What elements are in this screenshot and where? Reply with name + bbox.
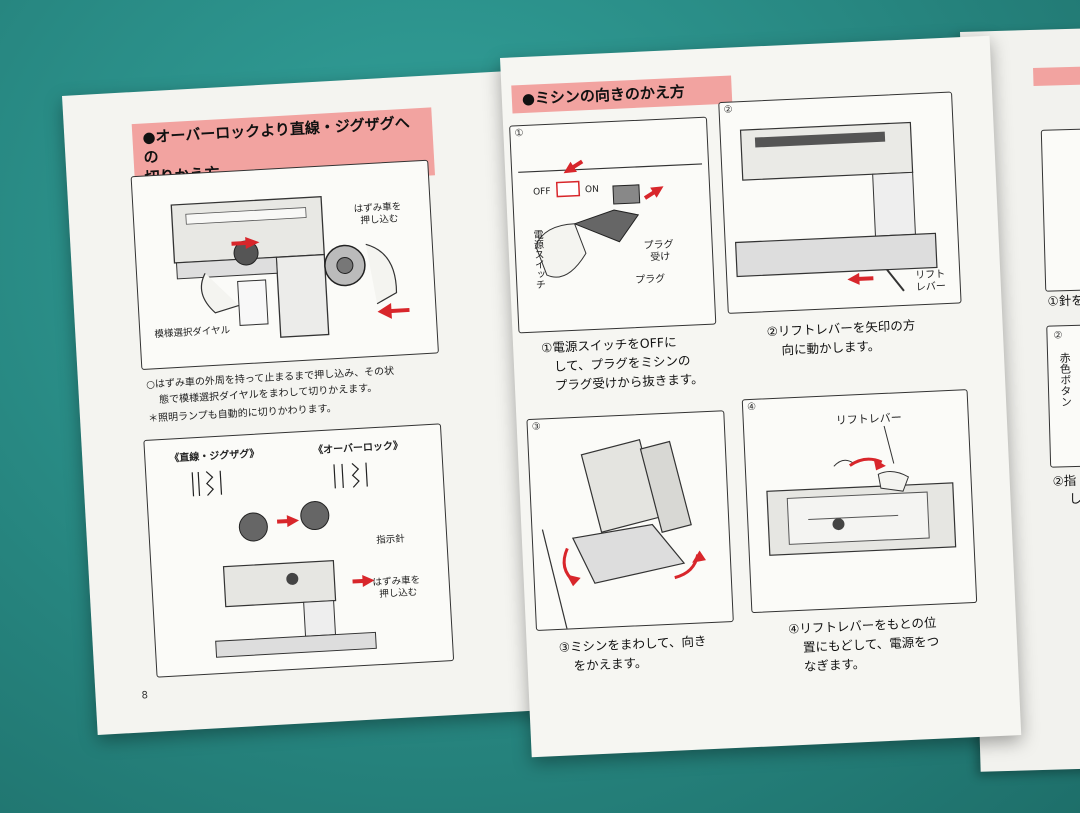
step1-caption: ①電源スイッチをOFFに して、プラグをミシンの プラグ受けから抜きます。 <box>541 331 704 395</box>
figure-step1: ① OFF ON 電源スイッチ プラグ 受け プラグ <box>509 116 717 334</box>
label-indicator-needle: 指示針 <box>376 533 406 547</box>
figure-step2: ② リフト レバー <box>718 91 962 314</box>
return-arrow-icon <box>873 458 886 471</box>
label-lift-lever2: レバー <box>915 281 947 294</box>
figure-step3: ③ <box>526 410 734 631</box>
step4-caption: ④リフトレバーをもとの位 置にもどして、電源をつ なぎます。 <box>788 613 941 677</box>
label-power-switch: 電源スイッチ <box>530 229 545 290</box>
label-push-flywheel2: 押し込む <box>360 213 399 227</box>
label-push-flywheel-b2: 押し込む <box>379 586 418 601</box>
next-page-caption2: ②指 <box>1052 472 1077 489</box>
next-page-red-button-label: 赤色ボタン <box>1057 352 1073 408</box>
lever-arrow-icon <box>847 272 874 285</box>
right-section-banner: ●ミシンの向きのかえ方 <box>511 75 733 114</box>
rotate-arrow-right-icon <box>692 550 706 563</box>
lift-lever-illustration <box>734 121 938 292</box>
left-page: ●オーバーロックより直線・ジグザグへの 切りかえ方 はずみ車を 押し込む 模様選… <box>62 70 558 736</box>
rotate-arrow-left-icon <box>566 574 581 587</box>
figure-step4: ④ リフトレバー <box>741 389 978 614</box>
label-plug: プラグ <box>634 273 666 287</box>
next-page-caption1: ①針を <box>1047 292 1080 309</box>
push-arrow-icon <box>377 302 410 319</box>
unplug-arrow-icon <box>643 186 664 200</box>
sewing-machine-illustration <box>170 196 410 338</box>
next-page-caption2b: し <box>1068 490 1080 507</box>
label-plug-receptacle2: 受け <box>649 251 671 264</box>
stitch-mode-diagram <box>191 462 377 658</box>
next-page-figure2: ② 赤色ボタン <box>1046 323 1080 468</box>
return-lever-illustration <box>766 425 957 556</box>
figure-flywheel-push: はずみ車を 押し込む 模様選択ダイヤル <box>130 159 439 370</box>
next-page-banner <box>1033 66 1080 86</box>
switch-arrow-icon <box>276 515 300 528</box>
push-arrow2-icon <box>352 574 375 587</box>
right-page: ●ミシンの向きのかえ方 ① OFF ON 電源スイッチ プラグ 受け プラグ ①… <box>500 35 1022 758</box>
next-page-figure1 <box>1040 127 1080 292</box>
rotate-machine-illustration <box>541 438 706 630</box>
off-arrow-icon <box>563 159 584 174</box>
step2-caption: ②リフトレバーを矢印の方 向に動かします。 <box>766 315 916 360</box>
page-number: 8 <box>141 690 149 702</box>
step3-caption: ③ミシンをまわして、向き をかえます。 <box>558 631 707 676</box>
next-page-figure2-number: ② <box>1053 330 1063 342</box>
figure-stitch-modes: 《直線・ジグザグ》 《オーバーロック》 指示針 はずみ車を 押し込む <box>143 423 455 678</box>
power-switch-illustration <box>518 159 703 278</box>
dial-arrow-icon <box>231 236 260 249</box>
